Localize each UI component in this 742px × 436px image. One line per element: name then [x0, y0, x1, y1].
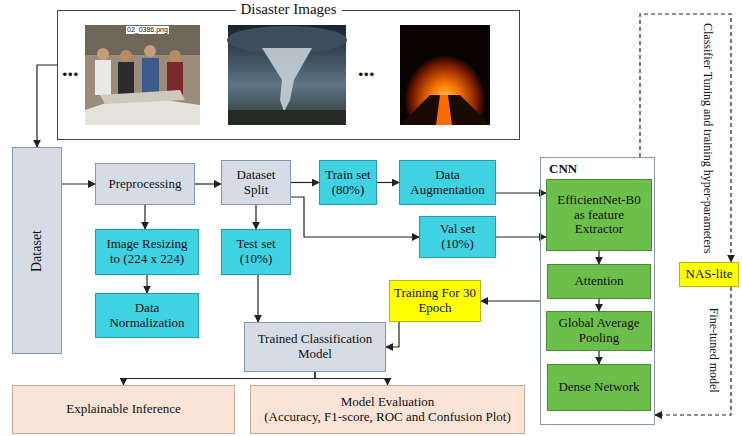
- volcano-cone: [400, 95, 490, 125]
- rescuer-body: [118, 62, 134, 95]
- rescuer-head: [120, 50, 132, 62]
- box-label: Dataset: [29, 230, 45, 272]
- cnn-group: CNN EfficientNet-B0 as feature ExtractorA…: [540, 157, 655, 425]
- box-label: Global Average Pooling: [551, 316, 647, 346]
- group-heading: CNN: [549, 161, 577, 177]
- flow-arrow: [481, 300, 540, 301]
- box-label: Dense Network: [558, 380, 639, 395]
- edge-label: Classifier Tuning and training hyper-par…: [701, 20, 715, 256]
- flow-arrow: [496, 192, 546, 193]
- flow-arrow: [37, 65, 57, 147]
- process-box: Preprocessing: [95, 163, 195, 205]
- step-box: Image Resizing to (224 x 224): [95, 229, 199, 275]
- tornado-funnel: [262, 48, 312, 112]
- ellipsis: ...: [358, 58, 375, 80]
- photo-ground: [85, 25, 200, 125]
- flow-arrow: [195, 183, 221, 184]
- rescue-photo: [85, 25, 200, 125]
- step-box: Data Normalization: [95, 293, 199, 338]
- flow-arrow: [496, 236, 546, 237]
- split-box: Test set (10%): [221, 229, 291, 275]
- dataset-box: Dataset: [12, 147, 62, 354]
- panel-heading: Disaster Images: [235, 1, 341, 18]
- layer-box: Global Average Pooling: [546, 311, 652, 351]
- box-label: Explainable Inference: [66, 402, 180, 417]
- flow-arrow: [146, 275, 147, 293]
- volcano-photo: [400, 25, 490, 125]
- tornado-photo: [227, 25, 347, 125]
- flow-arrow: [386, 322, 399, 347]
- box-label: Val set (10%): [424, 222, 491, 252]
- ellipsis: ...: [62, 58, 79, 80]
- dashed-connector: [655, 287, 731, 415]
- flow-arrow: [144, 205, 145, 229]
- flow-arrow: [291, 182, 319, 183]
- storm-ground: [228, 110, 346, 125]
- box-label: Data Augmentation: [404, 168, 491, 198]
- flow-arrow: [124, 372, 316, 385]
- model-box: Trained Classification Model: [244, 322, 386, 372]
- box-label: Trained Classification Model: [249, 332, 381, 362]
- split-box: Val set (10%): [419, 216, 496, 258]
- flow-arrow: [257, 275, 258, 322]
- box-label: Dataset Split: [226, 168, 286, 198]
- rescuer-head: [144, 45, 156, 57]
- box-label: Train set (80%): [324, 168, 372, 198]
- lava-flow: [436, 95, 452, 125]
- flow-arrow: [598, 251, 599, 264]
- output-box: Explainable Inference: [12, 385, 235, 434]
- rescuer-head: [97, 48, 109, 60]
- volcano-glow: [400, 25, 490, 125]
- stretcher: [100, 90, 185, 104]
- training-box: Training For 30 Epoch: [389, 280, 481, 322]
- box-label: Model Evaluation: [341, 395, 435, 410]
- layer-box: EfficientNet-B0 as feature Extractor: [546, 179, 652, 251]
- split-box: Train set (80%): [319, 160, 377, 205]
- flow-arrow: [62, 183, 95, 184]
- box-label: (Accuracy, F1-score, ROC and Confusion P…: [264, 410, 510, 425]
- rescuer-body: [142, 58, 159, 96]
- box-label: NAS-lite: [686, 267, 733, 282]
- dashed-connector: [640, 14, 731, 262]
- file-name: 02_0386.png: [126, 26, 169, 34]
- box-label: Data Normalization: [100, 301, 194, 331]
- rescuer-head: [169, 50, 181, 62]
- flow-arrow: [598, 351, 599, 364]
- flow-arrow: [377, 182, 399, 183]
- storm-sky: [228, 25, 346, 125]
- nas-box: NAS-lite: [679, 262, 739, 287]
- output-box: Model Evaluation(Accuracy, F1-score, ROC…: [250, 385, 525, 434]
- flow-arrow: [598, 299, 599, 311]
- box-label: Training For 30 Epoch: [394, 286, 476, 316]
- box-label: Preprocessing: [109, 177, 182, 192]
- layer-box: Dense Network: [547, 364, 651, 411]
- box-label: EfficientNet-B0 as feature Extractor: [551, 193, 647, 238]
- rescuer-body: [95, 60, 111, 95]
- box-label: Attention: [574, 274, 623, 289]
- box-label: Image Resizing to (224 x 224): [100, 237, 194, 267]
- layer-box: Attention: [547, 264, 651, 299]
- box-label: Test set (10%): [226, 237, 286, 267]
- process-box: Dataset Split: [221, 160, 291, 205]
- flow-arrow: [315, 372, 388, 385]
- flow-arrow: [255, 205, 256, 229]
- edge-label: Fine-tuned model: [707, 295, 721, 405]
- step-box: Data Augmentation: [399, 160, 496, 205]
